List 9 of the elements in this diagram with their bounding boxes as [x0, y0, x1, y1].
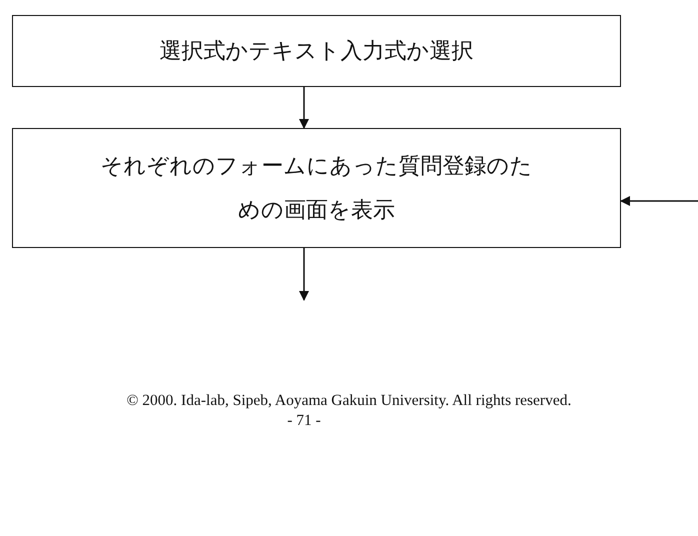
arrow [620, 196, 698, 206]
page-number: - 71 - [286, 412, 322, 430]
step-text: それぞれのフォームにあった質問登録のための画面を表示 [100, 152, 534, 224]
step-text: 選択式かテキスト入力式か選択 [160, 37, 474, 65]
arrow [299, 248, 309, 301]
process-box [12, 15, 621, 87]
process-box [12, 128, 621, 248]
arrow [299, 87, 309, 129]
copyright-notice: © 2000. Ida-lab, Sipeb, Aoyama Gakuin University. All rights reserved. [126, 392, 572, 410]
